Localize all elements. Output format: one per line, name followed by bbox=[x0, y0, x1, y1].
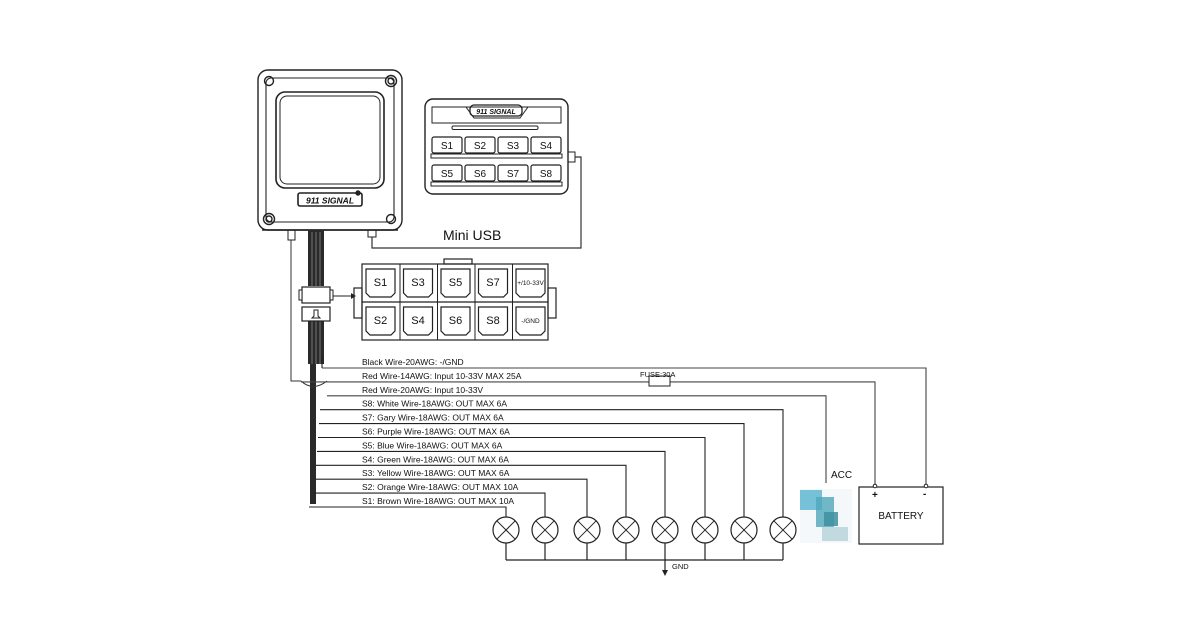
connector-pins: S1 S3 S5 S7 +/10-33V S2 S4 S6 S8 -/GND bbox=[365, 264, 546, 340]
connector-pin: S1 bbox=[365, 268, 396, 298]
battery-plus-sign: + bbox=[872, 490, 878, 501]
wire-label: S3: Yellow Wire-18AWG: OUT MAX 6A bbox=[362, 468, 510, 478]
screw-icon bbox=[262, 212, 276, 226]
controller-logo: 911 SIGNAL bbox=[306, 196, 354, 206]
battery-plus-terminal bbox=[872, 483, 878, 489]
screw-icon bbox=[263, 75, 275, 87]
mini-usb-cable bbox=[371, 156, 582, 249]
keypad-button-label: S2 bbox=[474, 141, 487, 152]
lamp-icon bbox=[612, 516, 640, 560]
lamp-icon bbox=[531, 516, 559, 560]
acc-switch-image bbox=[800, 489, 852, 543]
connector-pin-label: +/10-33V bbox=[517, 280, 544, 287]
wire-s6: S6: Purple Wire-18AWG: OUT MAX 6A bbox=[318, 427, 706, 517]
lamp-icon bbox=[651, 516, 679, 560]
wire-label: Red Wire-14AWG: Input 10-33V MAX 25A bbox=[362, 371, 522, 381]
keypad-button-label: S5 bbox=[441, 169, 454, 180]
lamp-icon bbox=[730, 516, 758, 560]
wire-s8: S8: White Wire-18AWG: OUT MAX 6A bbox=[320, 399, 784, 517]
keypad-button-label: S7 bbox=[507, 169, 520, 180]
controller-unit bbox=[257, 69, 403, 241]
screw-icon bbox=[385, 213, 397, 225]
connector-pin-label: -/GND bbox=[521, 318, 540, 325]
connector-pin: S4 bbox=[399, 264, 434, 340]
wire-label: S6: Purple Wire-18AWG: OUT MAX 6A bbox=[362, 427, 510, 437]
keypad-button-label: S1 bbox=[441, 141, 454, 152]
battery-label: BATTERY bbox=[878, 511, 924, 522]
connector-pin: S8 bbox=[474, 264, 509, 340]
connector-pin-label: S1 bbox=[374, 277, 387, 289]
keypad-button-s4[interactable]: S4 bbox=[530, 136, 562, 154]
battery-minus-terminal bbox=[923, 483, 929, 489]
wire-label: S1: Brown Wire-18AWG: OUT MAX 10A bbox=[362, 496, 514, 506]
wire-red20: Red Wire-20AWG: Input 10-33V bbox=[327, 385, 827, 483]
connector-pin-label: S6 bbox=[449, 315, 462, 327]
keypad-button-label: S4 bbox=[540, 141, 553, 152]
wire-label: S4: Green Wire-18AWG: OUT MAX 6A bbox=[362, 454, 509, 464]
wire-label: S8: White Wire-18AWG: OUT MAX 6A bbox=[362, 399, 507, 409]
connector-pin-label: S4 bbox=[411, 315, 424, 327]
keypad-button-label: S8 bbox=[540, 169, 553, 180]
connector-pinout bbox=[353, 258, 557, 341]
wire-s7: S7: Gary Wire-18AWG: OUT MAX 6A bbox=[319, 413, 745, 517]
wire-s3: S3: Yellow Wire-18AWG: OUT MAX 6A bbox=[315, 468, 588, 517]
wire-s5: S5: Blue Wire-18AWG: OUT MAX 6A bbox=[317, 440, 666, 517]
wire-red14: Red Wire-14AWG: Input 10-33V MAX 25A bbox=[301, 371, 876, 484]
wire-s2: S2: Orange Wire-18AWG: OUT MAX 10A bbox=[314, 482, 546, 517]
fuse bbox=[648, 375, 671, 387]
keypad-button-s8[interactable]: S8 bbox=[530, 164, 562, 182]
wire-label: S2: Orange Wire-18AWG: OUT MAX 10A bbox=[362, 482, 519, 492]
connector-pin-label: S2 bbox=[374, 315, 387, 327]
connector-pin-label: S3 bbox=[411, 277, 424, 289]
keypad-button-s2[interactable]: S2 bbox=[464, 136, 496, 154]
gnd-arrow-icon bbox=[662, 560, 668, 576]
keypad-button-label: S6 bbox=[474, 169, 487, 180]
wires: Black Wire-20AWG: -/GND Red Wire-14AWG: I… bbox=[301, 355, 927, 517]
screw-icon bbox=[384, 74, 398, 88]
wire-label: S5: Blue Wire-18AWG: OUT MAX 6A bbox=[362, 440, 503, 450]
wire-harness bbox=[290, 230, 356, 504]
keypad-button-s1[interactable]: S1 bbox=[431, 136, 463, 154]
wire-s1: S1: Brown Wire-18AWG: OUT MAX 10A bbox=[309, 496, 514, 517]
battery bbox=[858, 483, 944, 545]
keypad-button-label: S3 bbox=[507, 141, 520, 152]
battery-minus-sign: - bbox=[923, 489, 926, 500]
gnd-label: GND bbox=[672, 562, 689, 571]
keypad-button-s5[interactable]: S5 bbox=[431, 164, 463, 182]
wire-label: Black Wire-20AWG: -/GND bbox=[362, 357, 464, 367]
lamp-icon bbox=[691, 516, 719, 560]
connector-pin: S6 bbox=[437, 264, 471, 340]
wire-s4: S4: Green Wire-18AWG: OUT MAX 6A bbox=[316, 454, 627, 517]
lamp-icon bbox=[769, 516, 797, 560]
keypad-logo: 911 SIGNAL bbox=[476, 109, 516, 116]
keypad-button-s3[interactable]: S3 bbox=[497, 136, 529, 154]
keypad bbox=[424, 98, 576, 195]
mini-usb-label: Mini USB bbox=[443, 227, 501, 243]
connector-pin-label: S5 bbox=[449, 277, 462, 289]
acc-label: ACC bbox=[831, 470, 852, 481]
connector-pin: -/GND bbox=[512, 264, 546, 340]
lamp-icon bbox=[573, 516, 601, 560]
wire-black: Black Wire-20AWG: -/GND bbox=[321, 355, 927, 484]
connector-pin: S2 bbox=[365, 306, 396, 336]
connector-pin-label: S7 bbox=[486, 277, 499, 289]
wire-label: S7: Gary Wire-18AWG: OUT MAX 6A bbox=[362, 413, 504, 423]
wire-label: Red Wire-20AWG: Input 10-33V bbox=[362, 385, 483, 395]
fuse-label: FUSE:30A bbox=[640, 370, 675, 379]
lamp-icon bbox=[492, 516, 520, 560]
lamps bbox=[492, 516, 797, 561]
keypad-button-s6[interactable]: S6 bbox=[464, 164, 496, 182]
connector-pin-label: S8 bbox=[486, 315, 499, 327]
keypad-button-s7[interactable]: S7 bbox=[497, 164, 529, 182]
